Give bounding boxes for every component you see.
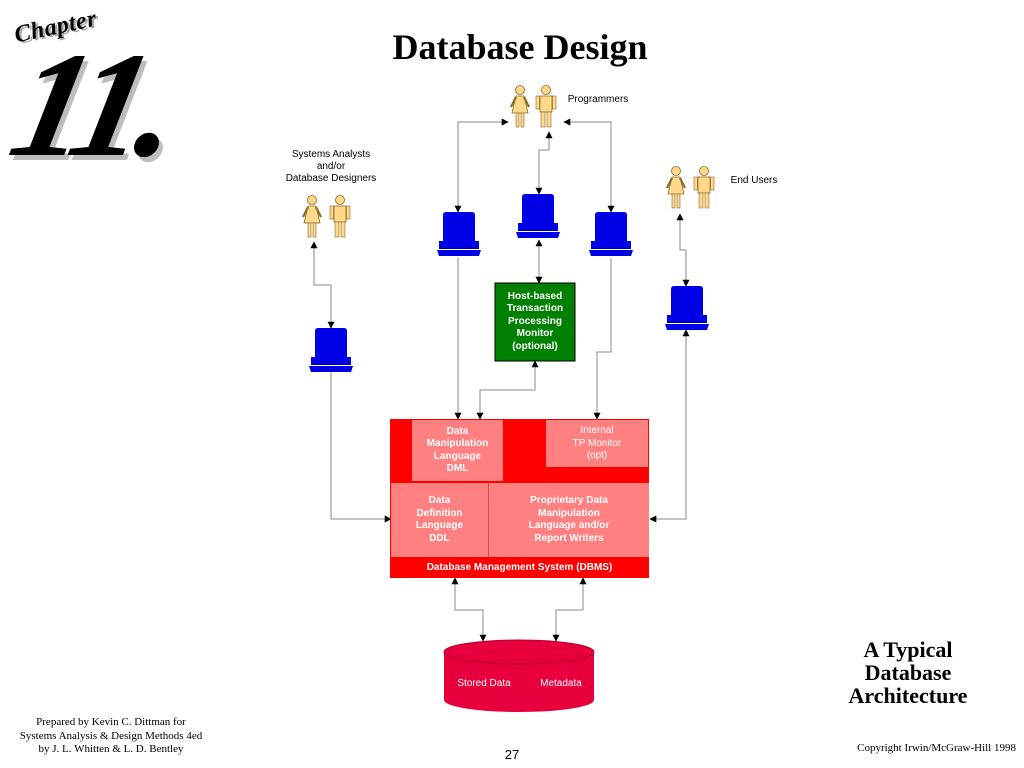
analysts-label: Systems Analysts and/or Database Designe…	[285, 149, 377, 184]
analysts-to-terminal-connector	[310, 241, 335, 329]
tp-monitor-box	[494, 282, 576, 362]
internal-tp-label: Internal TP Monitor (opt)	[572, 425, 622, 461]
dml-label: Data Manipulation Language DML	[426, 425, 489, 475]
dbms-to-stored-data-connector	[451, 577, 487, 642]
proprietary-label: Proprietary Data Manipulation Language a…	[528, 495, 610, 544]
internal-tp-box	[546, 420, 648, 467]
ddl-box	[391, 483, 488, 557]
end-users-label: End Users	[730, 175, 778, 186]
analyst-terminal-icon	[308, 327, 354, 373]
programmers-center-connector	[535, 131, 553, 195]
end-user-terminal-icon	[664, 285, 710, 331]
stored-data-label: Stored Data	[457, 677, 511, 689]
ddl-label: Data Definition Language DDL	[415, 495, 464, 544]
end-user-terminal-to-dbms-connector	[649, 329, 690, 523]
diagram-caption: A Typical Database Architecture	[848, 637, 968, 708]
programmers-person-icon	[509, 84, 557, 129]
programmers-label: Programmers	[567, 94, 629, 105]
analyst-terminal-to-ddl-connector	[330, 372, 392, 523]
tp-monitor-to-dml-connector	[476, 360, 539, 420]
copyright-notice: Copyright Irwin/McGraw-Hill 1998	[857, 742, 1016, 754]
programmer-terminal-left-icon	[436, 211, 482, 257]
dml-box	[412, 420, 503, 481]
metadata-label: Metadata	[540, 677, 582, 689]
proprietary-box	[489, 483, 649, 557]
programmers-left-connector	[454, 118, 509, 213]
dbms-footer-label: Database Management System (DBMS)	[426, 561, 613, 573]
page-number: 27	[504, 747, 520, 762]
prepared-by-credit: Prepared by Kevin C. Dittman for Systems…	[19, 716, 203, 755]
programmers-right-connector	[563, 118, 615, 213]
end-users-to-terminal-connector	[676, 213, 690, 287]
slide-title: Database Design	[392, 27, 648, 67]
programmer-terminal-center-icon	[515, 193, 561, 239]
programmer-terminal-right-icon	[588, 211, 634, 257]
analysts-person-icon	[301, 194, 351, 239]
tp-monitor-label: Host-based Transaction Processing Monito…	[506, 290, 564, 352]
end-users-person-icon	[665, 165, 715, 210]
dbms-to-metadata-connector	[552, 577, 587, 642]
stored-data-cylinder-icon	[443, 639, 595, 712]
terminal-to-internal-tp-connector	[593, 258, 612, 420]
